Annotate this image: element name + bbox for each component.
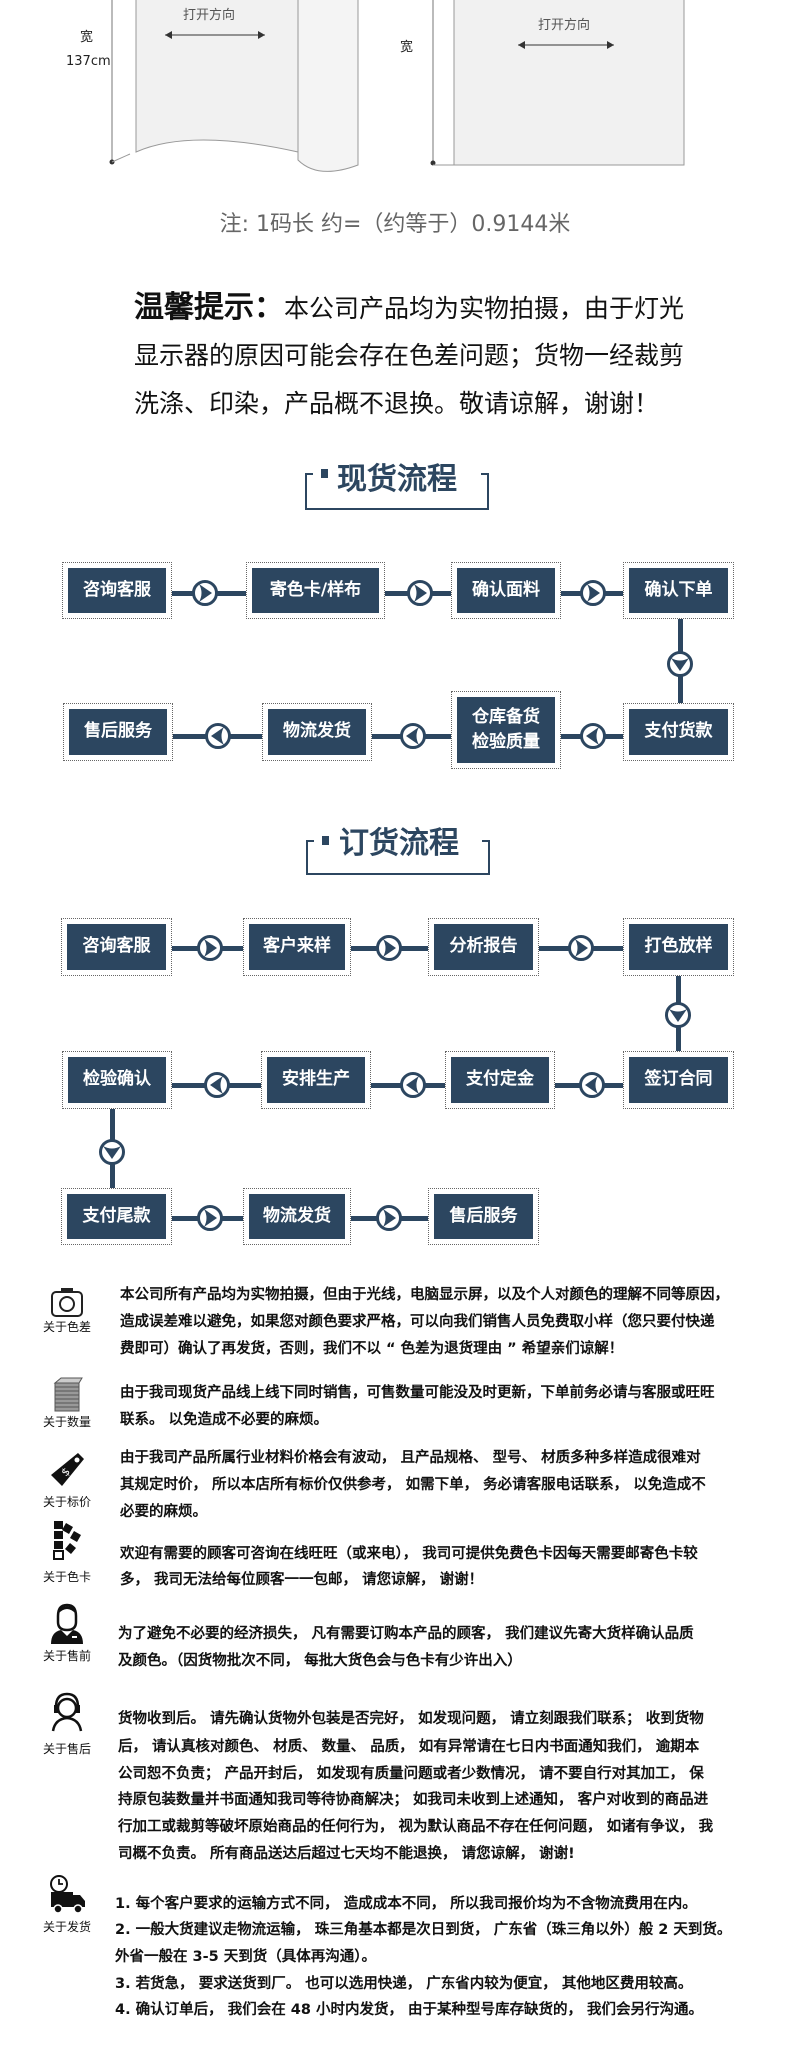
delivery-truck-icon [50,1875,85,1914]
spot-step-8: 售后服务 [69,709,167,755]
info-text-line: 外省一般在 3-5 天到货（具体再沟通）。 [115,1949,377,1965]
arrow-right-icon [197,1205,223,1231]
tip-line-1: 温馨提示：本公司产品均为实物拍摄，由于灯光 [134,282,684,326]
title-square-icon [322,836,329,845]
arrow-down-icon [99,1139,125,1165]
info-label: 关于色卡 [42,1570,91,1584]
info-label: 关于数量 [42,1415,91,1429]
title-square-icon [321,469,328,478]
order-step-1: 咨询客服 [67,924,166,970]
info-text-line: 及颜色。（因货物批次不同， 每批大货色会与色卡有少许出入） [118,1653,522,1669]
order-step-2: 客户来样 [249,924,345,970]
order-step-4: 打色放样 [629,924,728,970]
info-text-line: 4. 确认订单后， 我们会在 48 小时内发货， 由于某种型号库存缺货的， 我们… [115,2002,704,2018]
open-direction-label: 打开方向 [538,18,591,33]
order-step-10: 物流发货 [249,1194,345,1239]
title-bracket [305,473,489,510]
arrow-right-icon [376,1205,402,1231]
info-text-line: 欢迎有需要的顾客可咨询在线旺旺（或来电）， 我司可提供免费色卡因每天需要邮寄色卡… [120,1546,698,1562]
info-text-line: 持原包装数量并书面通知我司等待协商解决； 如我司未收到上述通知， 客户对收到的商… [118,1792,709,1808]
arrow-left-icon [400,723,426,749]
order-step-7: 安排生产 [267,1057,365,1103]
info-text-line: 1. 每个客户要求的运输方式不同， 造成成本不同， 所以我司报价均为不含物流费用… [115,1896,697,1912]
arrow-left-icon [205,723,231,749]
info-text-line: 多， 我司无法给每位顾客一一包邮， 请您谅解， 谢谢！ [120,1572,484,1588]
order-step-5: 签订合同 [629,1057,728,1103]
color-swatch-icon [53,1521,81,1560]
arrow-right-icon [197,935,223,961]
title-bracket [306,840,490,875]
spot-step-6: 仓库备货 检验质量 [457,697,555,763]
tip-line-3: 洗涤、印染，产品概不退换。敬请谅解，谢谢！ [134,389,660,418]
arrow-left-icon [204,1072,230,1098]
tip-text: 本公司产品均为实物拍摄，由于灯光 [284,294,685,323]
info-label: 关于色差 [42,1320,91,1334]
info-text-line: 2. 一般大货建议走物流运输， 珠三角基本都是次日到货， 广东省（珠三角以外）般… [115,1922,732,1938]
info-text-line: 为了避免不必要的经济损失， 凡有需要订购本产品的顾客， 我们建议先寄大货样确认品… [118,1626,694,1642]
arrow-right-icon [376,935,402,961]
connector-line [117,1082,679,1088]
headset-icon [51,1692,83,1732]
connector-line [117,590,679,596]
spot-step-3: 确认面料 [457,568,555,613]
spot-step-1: 咨询客服 [68,568,166,613]
info-text-line: 行加工或裁剪等破坏原始商品的任何行为， 视为默认商品不存在任何问题， 如诸有争议… [118,1819,714,1835]
arrow-down-icon [665,1002,691,1028]
info-label: 关于售后 [42,1742,91,1756]
arrow-left-icon [580,723,606,749]
width-label: 宽 [400,40,414,55]
spot-flow-title: 现货流程 [337,462,457,497]
arrow-left-icon [400,1072,426,1098]
camera-icon [51,1288,83,1317]
info-text-line: 造成误差难以避免，如果您对颜色要求严格，可以向我们销售人员免费取小样（您只要付快… [120,1314,715,1330]
bracket-stub [305,473,313,475]
fabric-diagram [109,0,685,172]
arrow-right-icon [568,935,594,961]
arrow-right-icon [192,580,218,606]
bracket-stub [481,473,489,475]
info-text-line: 由于我司现货产品线上线下同时销售，可售数量可能没及时更新，下单前务必请与客服或旺… [120,1385,715,1401]
arrow-left-icon [579,1072,605,1098]
spot-step-2: 寄色卡/样布 [252,568,379,613]
tip-line-2: 显示器的原因可能会存在色差问题；货物一经裁剪 [134,341,685,370]
tip-heading: 温馨提示： [134,290,284,325]
info-text-line: 公司恕不负责； 产品开封后， 如发现有质量问题或者少数情况， 请不要自行对其加工… [118,1766,704,1782]
info-text-line: 3. 若货急， 要求送货到厂。 也可以选用快递， 广东省内较为便宜， 其他地区费… [115,1976,693,1992]
info-text-line: 本公司所有产品均为实物拍摄，但由于光线，电脑显示屏，以及个人对颜色的理解不同等原… [120,1287,729,1303]
person-icon [51,1603,83,1644]
info-label: 关于发货 [42,1920,91,1934]
order-step-11: 售后服务 [434,1194,533,1239]
order-step-3: 分析报告 [434,924,533,970]
width-value: 137cm [66,54,111,69]
bracket-stub [482,840,490,842]
info-label: 关于标价 [42,1495,91,1509]
bracket-stub [306,840,314,842]
spot-step-5: 支付货款 [629,709,728,755]
arrow-right-icon [580,580,606,606]
connector-line [118,733,679,739]
info-text-line: 司概不负责。 所有商品送达后超过七天均不能退换， 请您谅解， 谢谢! [118,1846,575,1862]
order-step-9: 支付尾款 [67,1194,166,1239]
open-direction-label: 打开方向 [183,8,236,23]
order-step-8: 检验确认 [68,1057,166,1103]
info-text-line: 由于我司产品所属行业材料价格会有波动， 且产品规格、 型号、 材质多种多样造成很… [120,1450,701,1466]
spot-step-4: 确认下单 [629,568,728,613]
info-text-line: 货物收到后。 请先确认货物外包装是否完好， 如发现问题， 请立刻跟我们联系； 收… [118,1711,704,1727]
info-text-line: 联系。 以免造成不必要的麻烦。 [120,1412,329,1428]
info-text-line: 费即可）确认了再发货，否则，我们不以 “ 色差为退货理由 ” 希望亲们谅解！ [120,1341,624,1357]
order-step-6: 支付定金 [451,1057,549,1103]
stack-icon [53,1377,83,1412]
spot-step-7: 物流发货 [268,709,366,755]
info-text-line: 必要的麻烦。 [120,1504,207,1520]
width-label: 宽 [80,30,94,45]
info-label: 关于售前 [42,1649,91,1663]
info-text-line: 后， 请认真核对颜色、 材质、 数量、 品质， 如有异常请在七日内书面通知我们，… [118,1739,700,1755]
order-flow-title: 订货流程 [339,826,459,861]
arrow-down-icon [667,651,693,677]
arrow-right-icon [407,580,433,606]
yard-note: 注: 1码长 约=（约等于）0.9144米 [219,212,571,237]
info-text-line: 其规定时价， 所以本店所有标价仅供参考， 如需下单， 务必请客服电话联系， 以免… [120,1477,706,1493]
price-tag-icon: $ [51,1453,84,1486]
